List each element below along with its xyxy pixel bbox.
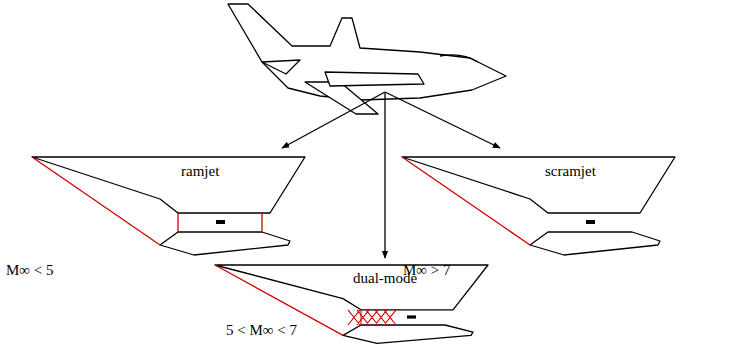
fuel-injector [586,220,595,224]
engine-outline [402,157,675,255]
engine-cowl [343,325,473,343]
engine-outline [32,157,305,255]
engine-name: ramjet [181,163,219,180]
aircraft-fuselage [228,4,506,100]
engine-cowl [530,232,660,255]
aircraft-engine-pod [325,72,424,86]
arrow-to-scramjet [385,92,500,148]
engine-drawing [402,157,682,257]
aircraft [228,4,506,114]
mach-range: 5 < M∞ < 7 [226,322,297,339]
arrow-to-ramjet [282,92,385,148]
engine-section: scramjet [402,157,682,257]
arrow-to-dual-mode [384,92,385,258]
shock-train-edge [360,310,361,325]
aircraft-tailplane [262,60,300,74]
fuel-injector [216,220,225,224]
aircraft-wing [305,82,378,114]
engine-cowl [160,232,290,255]
engine-name: scramjet [545,163,596,180]
bow-shock [32,157,160,245]
engine-drawing [32,157,312,257]
normal-shock [261,213,262,232]
mach-range: M∞ < 5 [6,262,54,279]
engine-section: ramjet [32,157,312,257]
mach-range: M∞ > 7 [403,262,451,279]
bow-shock [402,157,530,245]
fuel-injector [407,315,416,318]
aircraft-canopy [440,55,478,62]
shock-train [348,310,396,325]
normal-shock [177,213,178,232]
